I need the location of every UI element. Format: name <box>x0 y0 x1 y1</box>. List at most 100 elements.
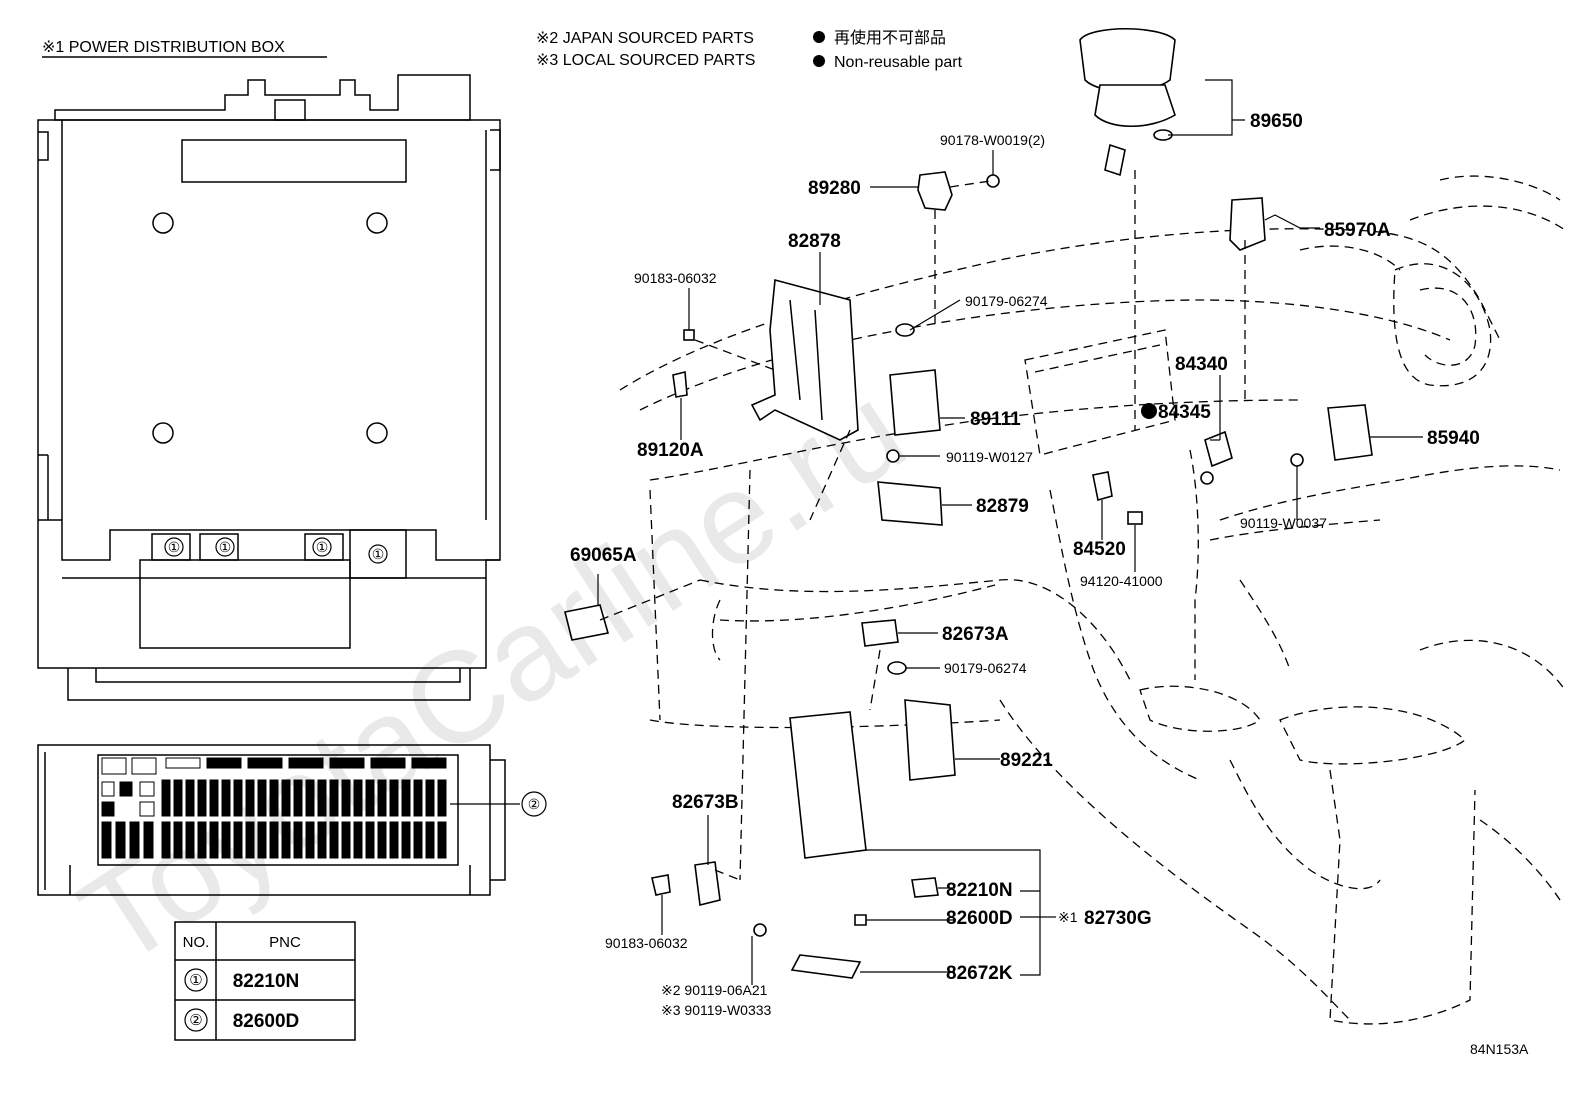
fuse-slot <box>139 781 155 797</box>
label-90183-06032-top: 90183-06032 <box>634 270 717 286</box>
fuse-slot <box>129 821 140 859</box>
table-row-pnc: 82210N <box>233 971 300 992</box>
label-82878: 82878 <box>788 231 841 252</box>
label-82673a: 82673A <box>942 624 1009 645</box>
fuse-slot <box>353 779 363 817</box>
fuse-slot <box>365 779 375 817</box>
legend-non-reusable-en: Non-reusable part <box>834 54 963 71</box>
pnc-table: NO. PNC ① 82210N ② 82600D <box>174 921 356 1041</box>
fuse-slot <box>329 779 339 817</box>
fuse-slot <box>305 779 315 817</box>
label-89221: 89221 <box>1000 750 1053 771</box>
label-84340: 84340 <box>1175 354 1228 375</box>
figure-code: 84N153A <box>1470 1041 1529 1057</box>
fuse-box-drawing: ② <box>37 744 547 896</box>
legend-non-reusable-jp: 再使用不可部品 <box>834 29 946 47</box>
fuse-slot <box>245 779 255 817</box>
fuse-slot <box>365 821 375 859</box>
fuse-slot <box>119 781 133 797</box>
callout-circle-icon <box>521 791 547 817</box>
fuse-slot <box>101 801 115 817</box>
label-82879: 82879 <box>976 496 1029 517</box>
label-90179-06274-bottom: 90179-06274 <box>944 660 1027 676</box>
power-distribution-box-drawing: ① ① ① ① <box>37 74 501 701</box>
part-labels: 89650 90178-W0019(2) 89280 85970A 82878 … <box>570 111 1480 1018</box>
label-90119-w0333: ※3 90119-W0333 <box>661 1002 772 1018</box>
table-header-pnc: PNC <box>269 934 301 951</box>
fuse-slot <box>233 779 243 817</box>
label-90178-w0019: 90178-W0019(2) <box>940 132 1045 148</box>
label-90183-06032-bottom: 90183-06032 <box>605 935 688 951</box>
part-89650-drawing <box>1079 28 1176 177</box>
non-reusable-dot-icon <box>813 31 825 43</box>
label-84345: 84345 <box>1158 402 1211 423</box>
label-90179-06274-top: 90179-06274 <box>965 293 1048 309</box>
label-85940: 85940 <box>1427 428 1480 449</box>
fuse-slot <box>377 821 387 859</box>
fuse-slot <box>185 821 195 859</box>
watermark: ToyotaCarline.ru <box>56 356 929 994</box>
fuse-slot <box>247 757 283 769</box>
label-89280: 89280 <box>808 178 861 199</box>
fuse-slot <box>131 757 157 775</box>
fuse-slot <box>101 781 115 797</box>
legend-local-sourced: ※3 LOCAL SOURCED PARTS <box>536 52 755 69</box>
callout-1: ① <box>316 539 329 555</box>
fuse-slot <box>389 779 399 817</box>
fuse-slot <box>425 779 435 817</box>
fuse-slot <box>165 757 201 769</box>
fuse-slot <box>377 779 387 817</box>
callout-1: ① <box>219 539 232 555</box>
fuse-slot <box>209 821 219 859</box>
non-reusable-dot-icon <box>1141 403 1157 419</box>
fuse-slot <box>101 757 127 775</box>
fuse-slot <box>173 821 183 859</box>
fuse-slot <box>143 821 154 859</box>
fuse-slot <box>317 779 327 817</box>
label-82730g-prefix: ※1 <box>1058 909 1078 925</box>
part-85970a-drawing <box>1229 197 1266 251</box>
fuse-slot <box>185 779 195 817</box>
callout-circle-icon <box>215 537 235 557</box>
table-row-pnc: 82600D <box>233 1011 300 1032</box>
part-82878-drawing <box>750 278 859 441</box>
fuse-slot <box>293 779 303 817</box>
label-82210n: 82210N <box>946 880 1013 901</box>
fuse-slot <box>101 821 112 859</box>
label-89650: 89650 <box>1250 111 1303 132</box>
fuse-slot <box>401 779 411 817</box>
fuse-slot <box>161 821 171 859</box>
callout-circle-icon <box>184 968 208 992</box>
fuse-slot <box>115 821 126 859</box>
label-69065a: 69065A <box>570 545 637 566</box>
fuse-slot <box>413 779 423 817</box>
fuse-slot <box>370 757 406 769</box>
label-84520: 84520 <box>1073 539 1126 560</box>
label-82672k: 82672K <box>946 963 1013 984</box>
fuse-slot <box>293 821 303 859</box>
fuse-slot <box>173 779 183 817</box>
table-header-no: NO. <box>183 934 210 951</box>
fuse-slot <box>305 821 315 859</box>
fuse-slot <box>329 821 339 859</box>
legend-japan-sourced: ※2 JAPAN SOURCED PARTS <box>536 30 754 47</box>
label-94120-41000: 94120-41000 <box>1080 573 1163 589</box>
label-82730g: 82730G <box>1084 908 1152 929</box>
power-distribution-box-title: ※1 POWER DISTRIBUTION BOX <box>42 39 285 56</box>
fuse-slot <box>257 779 267 817</box>
fuse-slot <box>221 779 231 817</box>
fuse-slot <box>269 821 279 859</box>
label-82673b: 82673B <box>672 792 739 813</box>
label-85970a: 85970A <box>1324 220 1391 241</box>
callout-2: ② <box>528 796 541 812</box>
fuse-slot <box>269 779 279 817</box>
fuse-slot <box>401 821 411 859</box>
table-row-no: ① <box>189 972 202 989</box>
fuse-grid <box>101 757 447 859</box>
fuse-slot <box>197 821 207 859</box>
fuse-slot <box>341 821 351 859</box>
fuse-slot <box>341 779 351 817</box>
fuse-slot <box>288 757 324 769</box>
callout-1: ① <box>372 546 385 562</box>
non-reusable-dot-icon <box>813 55 825 67</box>
